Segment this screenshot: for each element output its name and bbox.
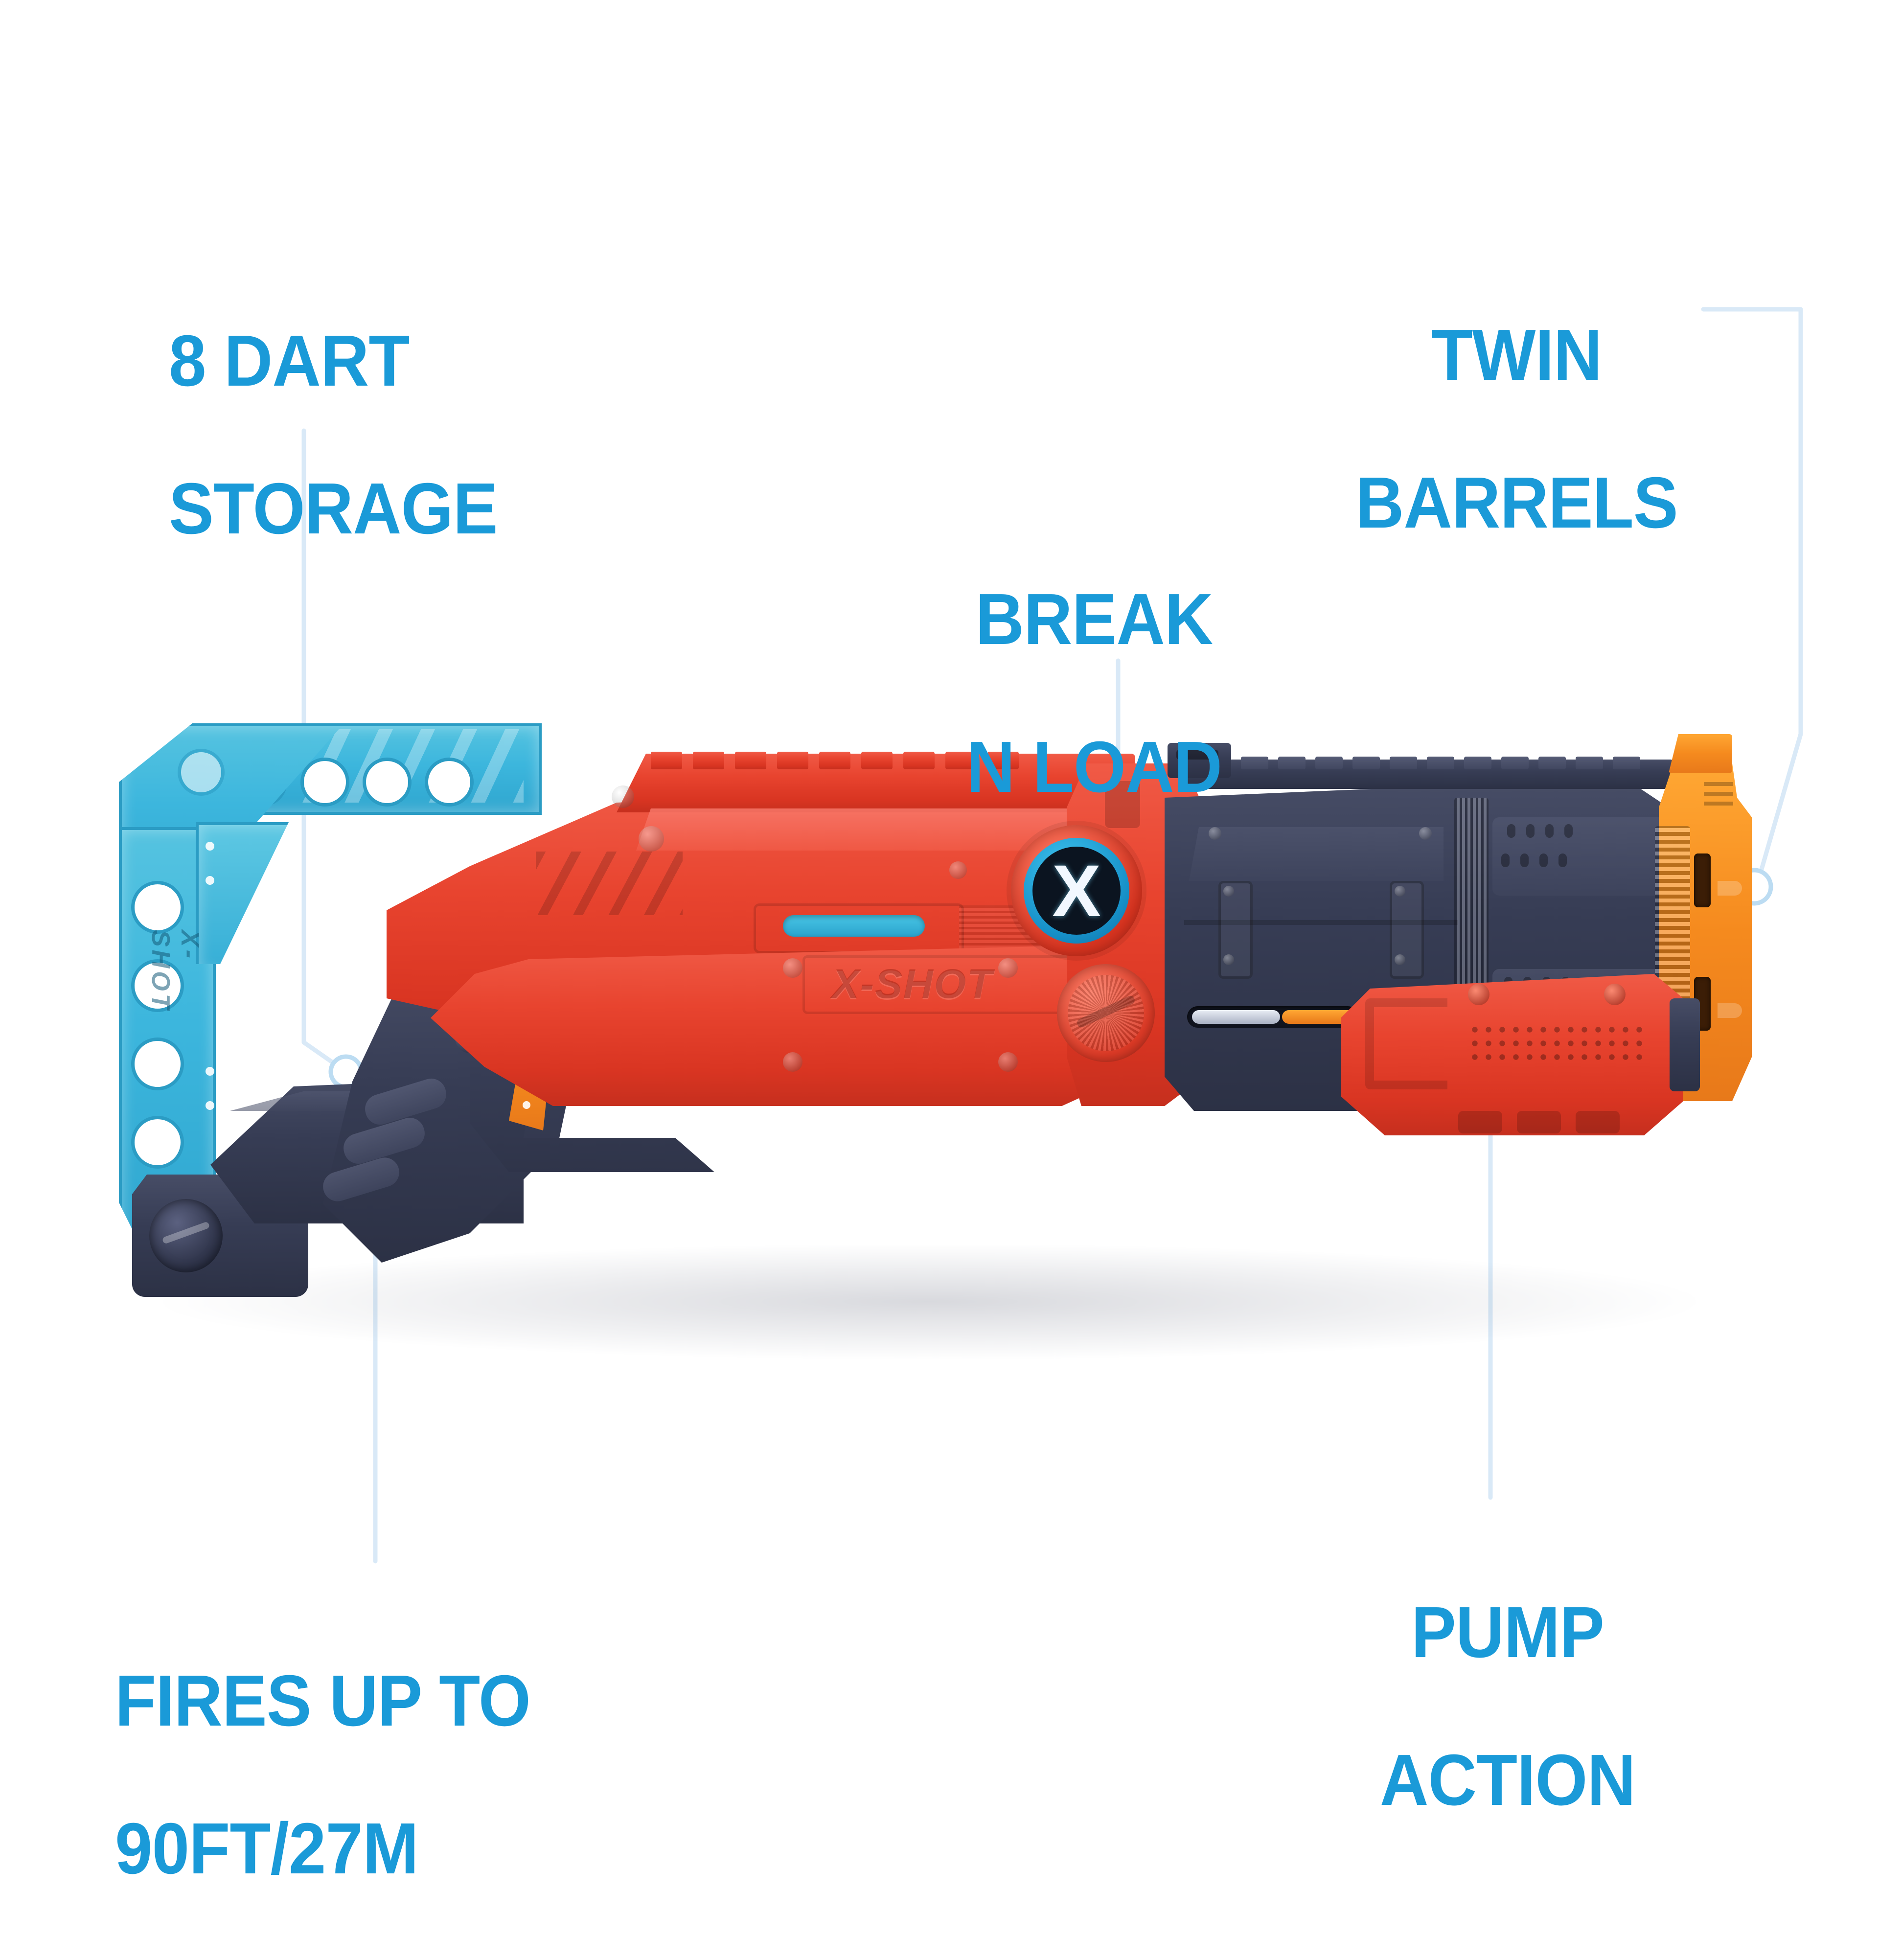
callout-fires-range: FIRES UP TO 90FT/27M bbox=[115, 1591, 531, 1960]
dart-hole bbox=[363, 758, 412, 807]
pump-end-cap bbox=[1670, 998, 1700, 1091]
receiver-rivet bbox=[639, 826, 664, 852]
sight-slot bbox=[1176, 750, 1218, 760]
stock-adjust-knob bbox=[149, 1199, 223, 1272]
lower-body-plate bbox=[431, 945, 1116, 1106]
dart-hole bbox=[131, 959, 184, 1012]
callout-line-2: STORAGE bbox=[169, 468, 498, 549]
x-shot-badge: X bbox=[1011, 825, 1142, 956]
blaster-product-image: X-SHOT bbox=[119, 723, 1752, 1360]
body-logo: X-SHOT bbox=[832, 961, 993, 1007]
dart-hole bbox=[300, 758, 349, 807]
rear-sight bbox=[1168, 743, 1231, 778]
pump-rib bbox=[1576, 1111, 1620, 1133]
callout-pump-action: PUMP ACTION bbox=[1380, 1522, 1636, 1891]
pump-grip-notch bbox=[1365, 998, 1447, 1089]
callout-line-2: ACTION bbox=[1380, 1739, 1636, 1821]
pump-rib bbox=[1517, 1111, 1561, 1133]
receiver-rivet bbox=[949, 861, 967, 879]
plate-rivet bbox=[783, 1052, 802, 1072]
shroud-panel-line bbox=[1184, 920, 1458, 925]
vent-holes-row bbox=[1507, 824, 1573, 838]
stock-logo: X-SHOT bbox=[146, 930, 204, 1013]
vent-holes-row bbox=[1501, 853, 1567, 867]
dart-hole bbox=[131, 1116, 184, 1169]
callout-dart-storage: 8 DART STORAGE bbox=[169, 251, 498, 620]
callout-line-2: BARRELS bbox=[1355, 462, 1678, 543]
infographic-canvas: X-SHOT bbox=[115, 245, 1803, 1886]
callout-line-1: PUMP bbox=[1411, 1591, 1604, 1673]
callout-line-1: FIRES UP TO bbox=[115, 1660, 531, 1741]
callout-line-1: TWIN bbox=[1431, 314, 1602, 395]
pump-rivet bbox=[1468, 984, 1489, 1005]
barrel-opening-upper bbox=[1694, 853, 1711, 907]
vent-panel-upper bbox=[1492, 817, 1673, 896]
pump-grip-texture bbox=[1468, 1023, 1644, 1062]
badge-x-letter: X bbox=[1052, 850, 1101, 932]
hinge-notch bbox=[1105, 781, 1140, 828]
pump-rivet bbox=[1604, 984, 1626, 1005]
receiver-vent-slashes bbox=[536, 852, 683, 915]
callout-twin-barrels: TWIN BARRELS bbox=[1355, 245, 1678, 614]
callout-line-1: 8 DART bbox=[169, 320, 410, 401]
muzzle-lip bbox=[1718, 881, 1742, 896]
plate-rivet bbox=[783, 958, 802, 978]
callout-line-2: 90FT/27M bbox=[115, 1808, 419, 1889]
plate-rivet bbox=[998, 958, 1018, 978]
dart-hole bbox=[425, 758, 474, 807]
plunger-rod-silver bbox=[1192, 1010, 1280, 1024]
dart-hole bbox=[131, 881, 184, 934]
receiver-rivet bbox=[612, 785, 634, 808]
callout-line-2: N LOAD bbox=[966, 726, 1222, 807]
hinge-release-knob bbox=[1057, 964, 1155, 1062]
pump-rib bbox=[1458, 1111, 1502, 1133]
badge-core bbox=[1032, 847, 1121, 935]
blue-accent-slot bbox=[783, 915, 925, 937]
muzzle-top-fin bbox=[1669, 734, 1732, 773]
callout-break-n-load: BREAK N LOAD bbox=[966, 509, 1222, 878]
dart-hole bbox=[131, 1038, 184, 1090]
accent-slot-frame bbox=[754, 903, 964, 953]
pump-grip bbox=[1341, 974, 1683, 1135]
muzzle-lip bbox=[1718, 1003, 1742, 1018]
knob-knurl bbox=[1068, 975, 1144, 1051]
shroud-panel-highlight bbox=[1189, 827, 1444, 881]
callout-line-1: BREAK bbox=[975, 578, 1214, 660]
stock-corner-hole bbox=[178, 749, 225, 796]
product-drop-shadow bbox=[147, 1243, 1713, 1360]
shroud-bracket bbox=[1218, 881, 1253, 979]
shroud-bracket bbox=[1390, 881, 1424, 979]
plate-rivet bbox=[998, 1052, 1018, 1072]
